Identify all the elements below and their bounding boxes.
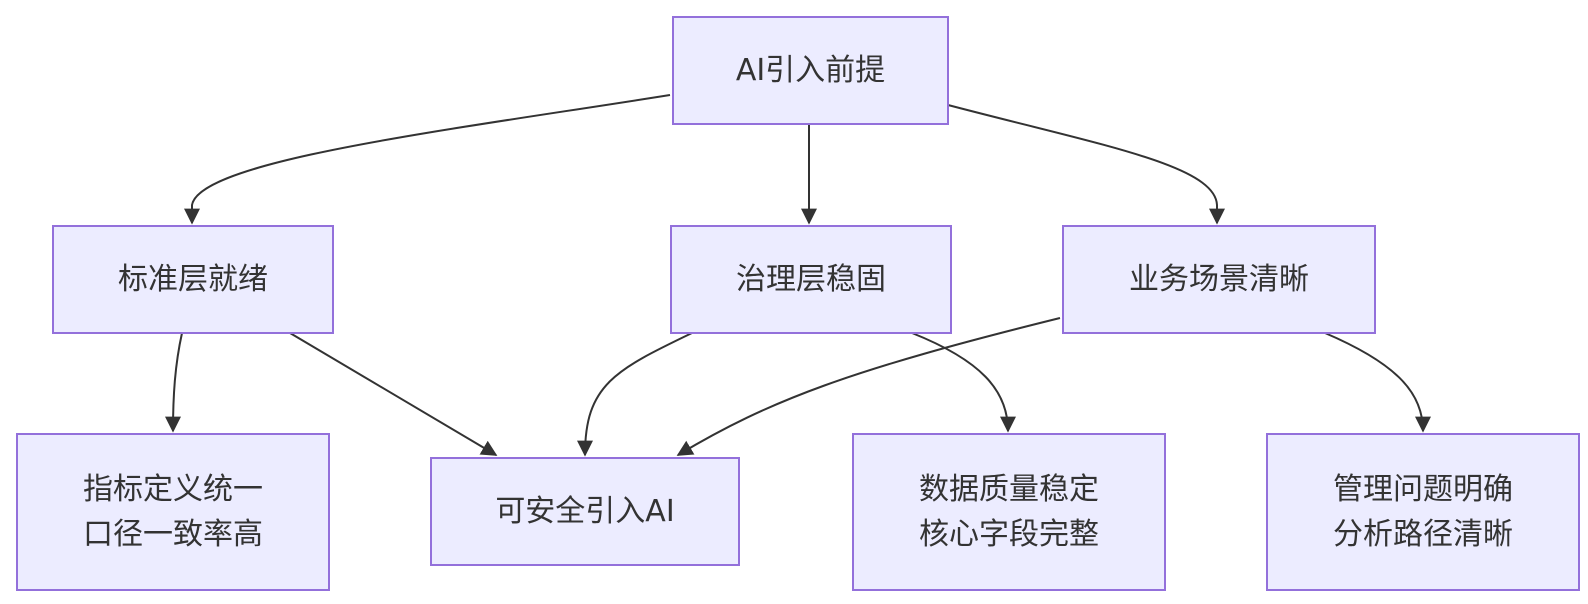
edge-standard-to-metrics <box>165 332 183 433</box>
edge-business-to-safe-ai <box>676 317 1061 456</box>
node-standard-layer-ready: 标准层就绪 <box>52 225 334 334</box>
node-label: 数据质量稳定 核心字段完整 <box>919 472 1099 552</box>
node-governance-layer-stable: 治理层稳固 <box>670 225 952 334</box>
edge-root-to-business <box>947 104 1225 225</box>
node-label: 治理层稳固 <box>736 262 886 297</box>
edge-standard-to-safe-ai <box>289 332 498 456</box>
edge-governance-to-safe-ai <box>577 332 693 457</box>
edge-business-to-management <box>1324 332 1431 433</box>
node-business-scenario-clear: 业务场景清晰 <box>1062 225 1376 334</box>
node-label: 标准层就绪 <box>118 262 268 297</box>
node-data-quality-stable: 数据质量稳定 核心字段完整 <box>852 433 1166 591</box>
node-safe-ai-introduction: 可安全引入AI <box>430 457 740 566</box>
edge-governance-to-data-quality <box>911 332 1016 433</box>
node-metrics-unified: 指标定义统一 口径一致率高 <box>16 433 330 591</box>
node-label: 业务场景清晰 <box>1129 262 1309 297</box>
node-label: 指标定义统一 口径一致率高 <box>83 472 263 552</box>
node-label: 可安全引入AI <box>495 494 675 529</box>
edge-root-to-standard <box>184 94 671 225</box>
node-label: AI引入前提 <box>735 53 886 88</box>
node-management-issues-clear: 管理问题明确 分析路径清晰 <box>1266 433 1580 591</box>
node-ai-prerequisites: AI引入前提 <box>672 16 949 125</box>
node-label: 管理问题明确 分析路径清晰 <box>1333 472 1513 552</box>
